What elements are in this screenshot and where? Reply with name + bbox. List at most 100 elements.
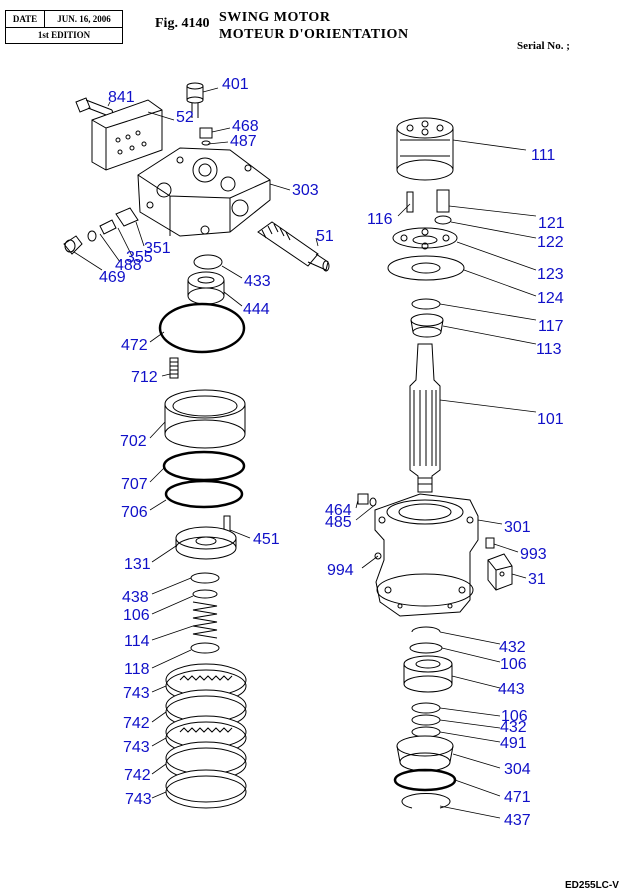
edition: 1st EDITION xyxy=(37,30,91,40)
part-label-468: 468 xyxy=(232,118,259,135)
part-label-301: 301 xyxy=(504,519,531,536)
o-ring-707-drawing xyxy=(162,450,246,482)
part-label-106-right-b: 106 xyxy=(501,708,528,725)
pin-116-drawing xyxy=(406,191,414,213)
part-label-351: 351 xyxy=(144,240,171,257)
figure-number: Fig. 4140 xyxy=(155,16,210,31)
part-label-123: 123 xyxy=(537,266,564,283)
part-label-432-b: 432 xyxy=(500,719,527,736)
valve-31-drawing xyxy=(487,553,513,591)
date-value: JUN. 16, 2006 xyxy=(57,14,111,24)
part-label-106-right-a: 106 xyxy=(500,656,527,673)
part-label-451: 451 xyxy=(253,531,280,548)
bearing-443-drawing xyxy=(403,655,453,693)
snap-ring-432-lower-drawing xyxy=(411,714,441,726)
snap-ring-437-drawing xyxy=(401,793,451,809)
part-label-122: 122 xyxy=(537,234,564,251)
part-label-742-a: 742 xyxy=(123,715,150,732)
bearing-444-drawing xyxy=(187,271,225,305)
part-label-101: 101 xyxy=(537,411,564,428)
spring-114-drawing xyxy=(192,601,218,639)
part-label-124: 124 xyxy=(537,290,564,307)
serial-number: Serial No. ; xyxy=(517,40,570,52)
snap-ring-433-drawing xyxy=(193,254,223,270)
title-english: SWING MOTOR xyxy=(219,10,331,25)
part-label-106-left: 106 xyxy=(123,607,150,624)
seal-491-drawing xyxy=(411,726,441,738)
plug-468-drawing xyxy=(199,127,213,146)
part-label-355: 355 xyxy=(126,249,153,266)
title-french: MOTEUR D'ORIENTATION xyxy=(219,27,409,42)
part-label-994: 994 xyxy=(327,562,354,579)
piston-121-drawing xyxy=(434,189,452,225)
cover-304-drawing xyxy=(396,735,454,772)
part-label-443: 443 xyxy=(498,681,525,698)
washer-106-lower-drawing xyxy=(411,702,441,714)
edition-row: 1st EDITION xyxy=(6,27,122,43)
plates-743-742-drawing xyxy=(165,663,247,809)
part-label-444: 444 xyxy=(243,301,270,318)
part-label-491: 491 xyxy=(500,735,527,752)
part-label-438: 438 xyxy=(122,589,149,606)
o-ring-472-drawing xyxy=(158,302,246,354)
washer-106-right-drawing xyxy=(409,642,443,654)
part-label-706: 706 xyxy=(121,504,148,521)
part-label-303: 303 xyxy=(292,182,319,199)
leader-lines xyxy=(73,87,537,819)
valve-body-303-drawing xyxy=(137,147,271,237)
bolt-841-drawing xyxy=(75,97,115,119)
part-label-51: 51 xyxy=(316,228,334,245)
part-label-111: 111 xyxy=(531,147,556,164)
cylinder-block-111-drawing xyxy=(396,117,454,181)
snap-ring-432-drawing xyxy=(411,626,441,633)
washer-106-drawing xyxy=(192,589,218,599)
ring-702-drawing xyxy=(164,389,246,449)
part-label-433: 433 xyxy=(244,273,271,290)
casing-301-drawing xyxy=(374,493,479,617)
part-label-487: 487 xyxy=(230,133,257,150)
part-label-432-a: 432 xyxy=(499,639,526,656)
date-edition-box: DATE JUN. 16, 2006 1st EDITION xyxy=(5,10,123,44)
plate-131-drawing xyxy=(175,526,237,560)
part-label-117: 117 xyxy=(538,318,564,335)
part-label-116: 116 xyxy=(367,211,393,228)
part-label-31: 31 xyxy=(528,571,546,588)
plug-464-drawing xyxy=(357,493,377,507)
pin-712-drawing xyxy=(169,357,179,379)
part-label-488: 488 xyxy=(115,257,142,274)
plug-993-drawing xyxy=(485,537,495,549)
bushing-113-drawing xyxy=(410,313,444,338)
shaft-51-drawing xyxy=(257,221,330,272)
part-label-707: 707 xyxy=(121,476,148,493)
part-label-401: 401 xyxy=(222,76,249,93)
part-label-469: 469 xyxy=(99,269,126,286)
date-row: DATE JUN. 16, 2006 xyxy=(6,11,122,28)
part-label-121: 121 xyxy=(538,215,565,232)
part-label-702: 702 xyxy=(120,433,147,450)
ring-117-drawing xyxy=(411,298,441,310)
shoe-plate-124-drawing xyxy=(387,255,465,281)
o-ring-706-drawing xyxy=(164,479,244,509)
part-label-52: 52 xyxy=(176,109,194,126)
part-label-742-b: 742 xyxy=(124,767,151,784)
part-label-743-c: 743 xyxy=(125,791,152,808)
part-label-471: 471 xyxy=(504,789,531,806)
part-label-841: 841 xyxy=(108,89,135,106)
part-label-743-b: 743 xyxy=(123,739,150,756)
part-label-993: 993 xyxy=(520,546,547,563)
model-code: ED255LC-V xyxy=(565,880,619,891)
part-label-485: 485 xyxy=(325,514,352,531)
part-label-118: 118 xyxy=(124,661,150,678)
part-label-743-a: 743 xyxy=(123,685,150,702)
part-label-131: 131 xyxy=(124,556,151,573)
retainer-plate-123-drawing xyxy=(392,227,458,250)
part-label-472: 472 xyxy=(121,337,148,354)
washer-118-drawing xyxy=(190,642,220,654)
part-label-114: 114 xyxy=(124,633,150,650)
part-label-304: 304 xyxy=(504,761,531,778)
part-label-113: 113 xyxy=(536,341,562,358)
o-ring-471-drawing xyxy=(393,768,457,792)
relief-valve-parts-drawing xyxy=(63,207,139,255)
